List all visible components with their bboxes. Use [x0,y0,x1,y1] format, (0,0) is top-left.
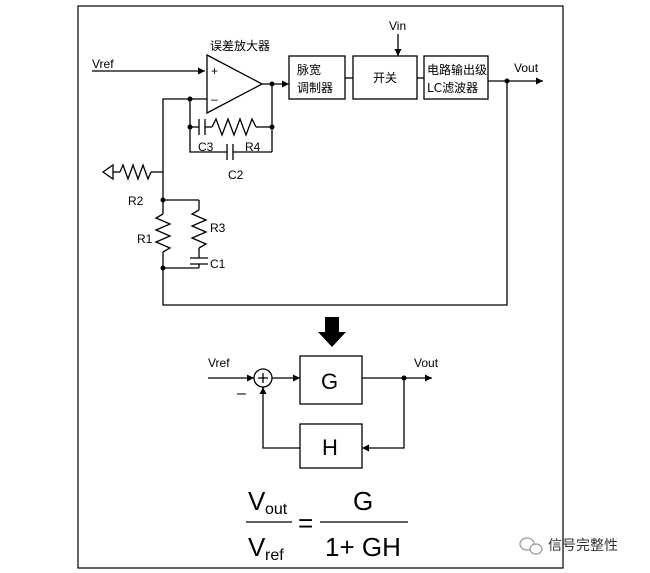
error-amplifier [206,53,264,115]
switch-label: 开关 [373,71,397,85]
pwm-label-line1: 脉宽 [297,62,321,77]
vref-label: Vref [92,57,114,71]
pwm-block [288,55,346,100]
vin-label: Vin [389,19,406,33]
r1-label: R1 [137,232,153,246]
block-diagram: Vref – G Vout H [208,355,439,469]
formula-equals: = [298,508,313,538]
formula-lhs-den-v: V [248,532,266,562]
formula-lhs-num-sub: out [265,501,288,518]
circuit-schematic: Vref 误差放大器 + – 脉宽 调制器 开关 Vin 电路输出级 LC滤波器 [92,19,543,306]
summing-minus-sign: – [237,385,246,402]
lc-label-line1: 电路输出级 [427,62,487,77]
r3-resistor [190,209,208,249]
h-block-label: H [322,435,338,460]
closed-loop-formula: V out V ref = G 1+ GH [246,486,408,564]
figure-frame [77,5,564,569]
block-vref-label: Vref [208,356,230,370]
error-amplifier-label: 误差放大器 [210,38,270,53]
switch-block [352,55,418,100]
formula-rhs-den: 1+ GH [325,532,401,562]
block-vout-label: Vout [414,356,439,370]
c3-label: C3 [198,140,214,154]
watermark-text: 信号完整性 [548,538,618,554]
r1-resistor [154,213,172,253]
r2-label: R2 [128,194,144,208]
vout-label: Vout [514,61,539,75]
g-block [299,355,363,405]
watermark: 信号完整性 [519,537,618,555]
pwm-label-line2: 调制器 [297,81,333,95]
formula-rhs-num: G [353,486,373,516]
r3-label: R3 [210,221,226,235]
transform-arrow [318,317,346,347]
h-block [299,423,363,469]
c1-label: C1 [210,257,226,271]
r4-label: R4 [245,140,261,154]
r4-resistor [211,117,257,137]
amp-minus-sign: – [211,92,218,106]
r2-resistor [119,163,152,181]
ground-symbol [101,163,114,181]
lc-filter-block [423,55,489,100]
amp-plus-sign: + [211,64,218,78]
wechat-icon [519,537,543,555]
lc-label-line2: LC滤波器 [427,81,478,95]
formula-lhs-den-sub: ref [265,547,284,564]
formula-lhs-num-v: V [248,486,266,516]
c2-label: C2 [228,168,244,182]
g-block-label: G [321,369,338,394]
